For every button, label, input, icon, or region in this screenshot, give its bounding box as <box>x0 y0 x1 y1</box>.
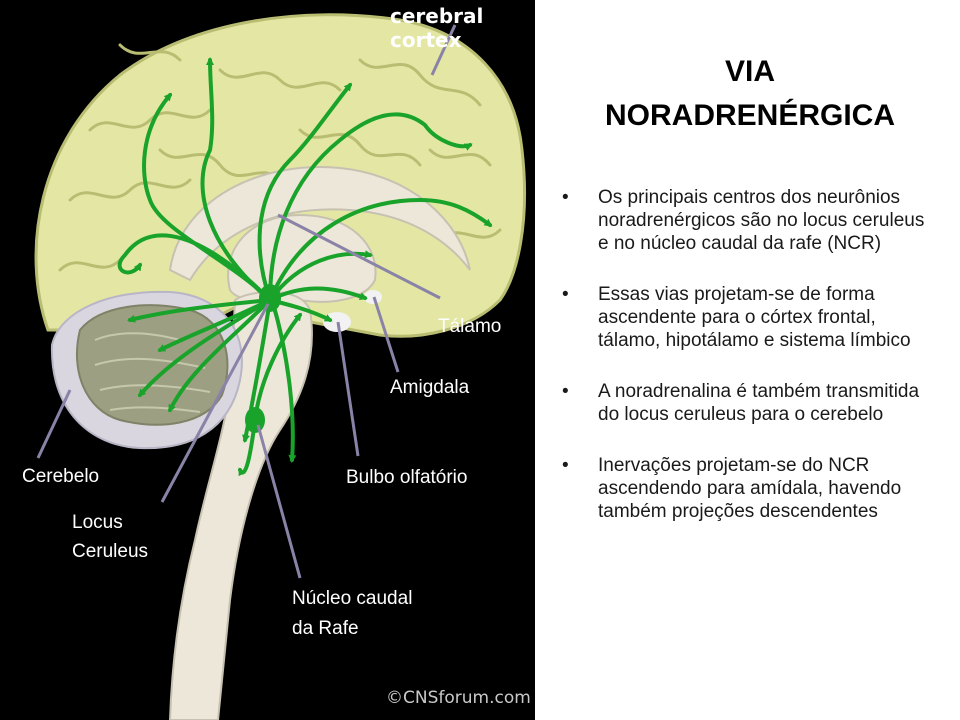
label-cerebral-cortex: cerebral cortex <box>390 4 484 52</box>
label-locus-ceruleus-line2: Ceruleus <box>72 541 149 562</box>
olfactory-bulb-shape <box>364 290 382 304</box>
copyright-text: ©CNSforum.com <box>386 688 531 708</box>
brain-diagram <box>34 13 527 720</box>
bullet-text: A noradrenalina é também transmitida do … <box>598 381 920 425</box>
label-pointers <box>36 24 457 579</box>
cortex-gyri <box>58 43 502 272</box>
bullet-item: • A noradrenalina é também transmitida do… <box>562 380 934 426</box>
slide-title-line2: NORADRENÉRGICA <box>604 99 895 132</box>
brain-illustration: cerebral cortex Tálamo Amigdala Cerebelo… <box>0 0 535 720</box>
bullet-text: Essas vias projetam-se de forma ascenden… <box>598 284 911 351</box>
bullet-icon: • <box>562 381 569 402</box>
bullet-text: Os principais centros dos neurônios nora… <box>598 187 925 254</box>
label-cerebelo: Cerebelo <box>22 466 100 487</box>
brainstem-shape <box>168 290 313 720</box>
label-nucleo-caudal-line1: Núcleo caudal <box>292 588 413 609</box>
label-locus-ceruleus-line1: Locus <box>72 512 123 533</box>
label-nucleo-caudal-line2: da Rafe <box>292 618 359 639</box>
bullet-item: • Essas vias projetam-se de forma ascende… <box>562 283 934 352</box>
bullet-list: • Os principais centros dos neurônios nor… <box>562 186 934 551</box>
noradrenergic-pathways <box>117 57 493 477</box>
raphe-nucleus <box>245 407 265 433</box>
amygdala-shape <box>323 312 351 332</box>
bullet-icon: • <box>562 455 569 476</box>
bullet-icon: • <box>562 284 569 305</box>
slide-title-line1: VIA <box>724 55 775 88</box>
bullet-item: • Os principais centros dos neurônios nor… <box>562 186 934 255</box>
bullet-text: Inervações projetam-se do NCR ascendendo… <box>598 455 902 522</box>
slide-title: VIA NORADRENÉRGICA <box>540 50 960 138</box>
bullet-item: • Inervações projetam-se do NCR ascendend… <box>562 454 934 523</box>
locus-ceruleus-nucleus <box>259 284 281 312</box>
label-amigdala: Amigdala <box>390 377 470 398</box>
bullet-icon: • <box>562 187 569 208</box>
label-talamo: Tálamo <box>438 316 502 337</box>
label-bulbo-olfatorio: Bulbo olfatório <box>346 467 468 488</box>
